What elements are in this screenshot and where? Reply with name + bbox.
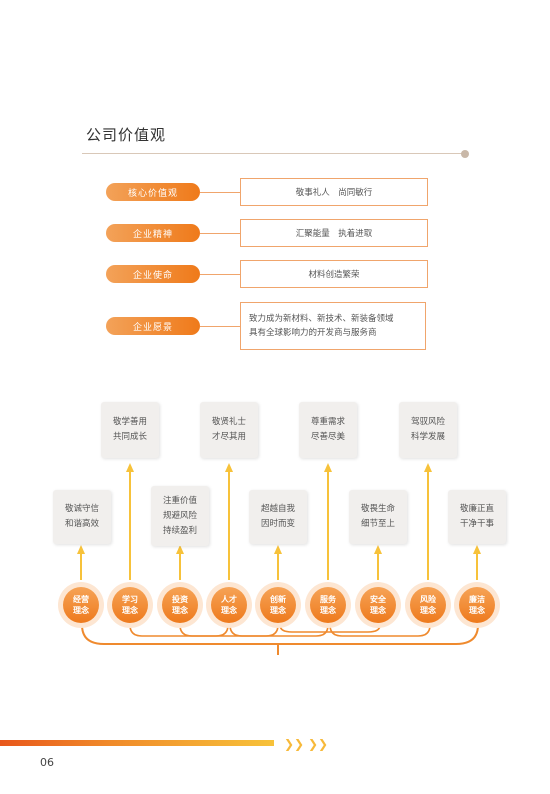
arrow-stem xyxy=(179,552,181,580)
arrow-stem xyxy=(129,470,131,580)
arrow-up-icon xyxy=(225,463,233,472)
concept-badge-talent: 人才 理念 xyxy=(206,582,252,628)
footer-bar xyxy=(0,740,274,746)
value-text-core: 敬事礼人 尚同敏行 xyxy=(240,178,428,206)
concept-card-service: 尊重需求 尽善尽美 xyxy=(299,402,357,458)
concept-card-innovation: 超越自我 因时而变 xyxy=(249,490,307,544)
value-text-mission: 材料创造繁荣 xyxy=(240,260,428,288)
concept-badge-safety: 安全 理念 xyxy=(355,582,401,628)
concept-badge-risk: 风险 理念 xyxy=(405,582,451,628)
arrow-stem xyxy=(80,552,82,580)
chevron-right-icon: ❯❯ xyxy=(284,737,305,751)
arrow-stem xyxy=(228,470,230,580)
concept-badge-learning: 学习 理念 xyxy=(107,582,153,628)
arrow-up-icon xyxy=(126,463,134,472)
value-connector xyxy=(200,326,240,327)
concept-label: 人才 理念 xyxy=(211,587,247,623)
divider-dot xyxy=(461,150,469,158)
section-title: 公司价值观 xyxy=(86,126,167,144)
value-label-mission: 企业使命 xyxy=(106,265,200,283)
concept-card-risk: 驾驭风险 科学发展 xyxy=(399,402,457,458)
concept-label: 安全 理念 xyxy=(360,587,396,623)
arrow-up-icon xyxy=(324,463,332,472)
arrow-stem xyxy=(377,552,379,580)
value-connector xyxy=(200,274,240,275)
value-connector xyxy=(200,192,240,193)
concept-card-operation: 敬诚守信 和谐高效 xyxy=(53,490,111,544)
arrow-up-icon xyxy=(424,463,432,472)
value-label-core: 核心价值观 xyxy=(106,183,200,201)
value-connector xyxy=(200,233,240,234)
concept-badge-operation: 经营 理念 xyxy=(58,582,104,628)
value-label-vision: 企业愿景 xyxy=(106,317,200,335)
arrow-up-icon xyxy=(374,545,382,554)
concept-card-learning: 敬学善用 共同成长 xyxy=(101,402,159,458)
concept-badge-integrity: 廉洁 理念 xyxy=(454,582,500,628)
concept-label: 投资 理念 xyxy=(162,587,198,623)
arrow-up-icon xyxy=(176,545,184,554)
value-label-spirit: 企业精神 xyxy=(106,224,200,242)
concept-badge-innovation: 创新 理念 xyxy=(255,582,301,628)
arrow-up-icon xyxy=(77,545,85,554)
arrow-stem xyxy=(277,552,279,580)
concept-card-investment: 注重价值 规避风险 持续盈利 xyxy=(151,486,209,546)
arrow-stem xyxy=(476,552,478,580)
title-divider xyxy=(82,153,466,154)
concept-label: 廉洁 理念 xyxy=(459,587,495,623)
concept-label: 服务 理念 xyxy=(310,587,346,623)
concept-badge-service: 服务 理念 xyxy=(305,582,351,628)
concept-label: 经营 理念 xyxy=(63,587,99,623)
arrow-stem xyxy=(427,470,429,580)
value-text-spirit: 汇聚能量 执着进取 xyxy=(240,219,428,247)
chevron-right-icon: ❯❯ xyxy=(308,737,329,751)
concept-badge-investment: 投资 理念 xyxy=(157,582,203,628)
arrow-up-icon xyxy=(274,545,282,554)
arrow-stem xyxy=(327,470,329,580)
concept-label: 创新 理念 xyxy=(260,587,296,623)
page-number: 06 xyxy=(40,756,54,769)
arrow-up-icon xyxy=(473,545,481,554)
concept-card-safety: 敬畏生命 细节至上 xyxy=(349,490,407,544)
concept-card-integrity: 敬廉正直 干净干事 xyxy=(448,490,506,544)
concept-card-talent: 敬贤礼士 才尽其用 xyxy=(200,402,258,458)
concept-label: 风险 理念 xyxy=(410,587,446,623)
concept-label: 学习 理念 xyxy=(112,587,148,623)
value-text-vision: 致力成为新材料、新技术、新装备领域 具有全球影响力的开发商与服务商 xyxy=(240,302,426,350)
